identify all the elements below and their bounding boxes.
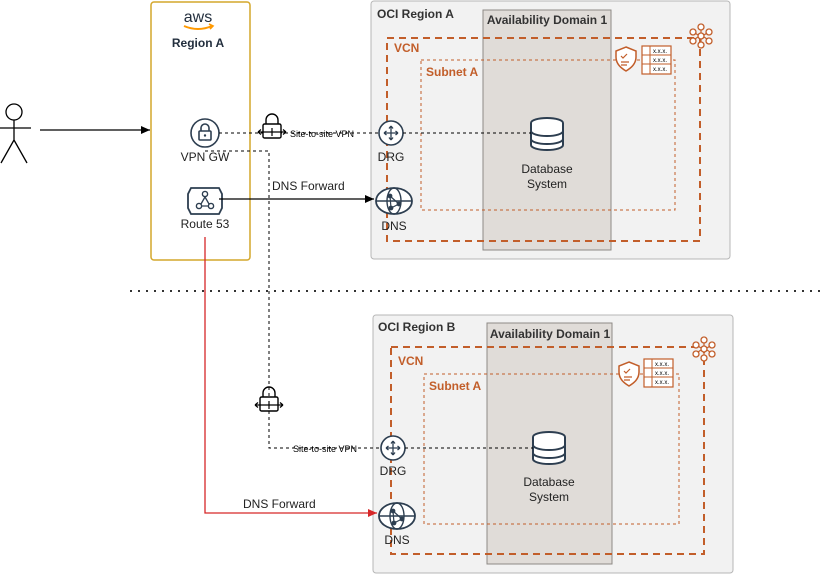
subnet-b-label: Subnet A	[429, 379, 482, 393]
database-icon-a	[530, 117, 564, 151]
security-list-a-cell-3: x.x.x.	[653, 67, 667, 73]
ad-b-label: Availability Domain 1	[490, 327, 611, 341]
vpn-gw-label: VPN GW	[181, 150, 230, 164]
db-b-label-line2: System	[529, 490, 569, 504]
security-list-icon-b: x.x.x. x.x.x. x.x.x.	[643, 358, 674, 388]
security-list-b-cell-2: x.x.x.	[655, 371, 669, 377]
db-a-label-line2: System	[527, 177, 567, 191]
oci-region-b-label: OCI Region B	[378, 320, 456, 334]
subnet-a-label: Subnet A	[426, 65, 479, 79]
subnet-b-box	[423, 373, 680, 525]
aws-logo: aws	[183, 9, 215, 30]
security-list-b-cell-3: x.x.x.	[655, 380, 669, 386]
db-b-label-line1: Database	[523, 475, 575, 489]
drg-b-label: DRG	[380, 464, 407, 478]
vcn-b-label: VCN	[398, 354, 423, 368]
user-actor-icon	[0, 103, 31, 164]
route53-label: Route 53	[181, 217, 230, 231]
dns-a-label: DNS	[381, 219, 406, 233]
dns-icon-a	[375, 187, 413, 215]
security-list-a-cell-2: x.x.x.	[653, 58, 667, 64]
oci-region-a-label: OCI Region A	[377, 7, 454, 21]
dns-forward-b-arrow	[204, 237, 377, 517]
aws-region-label: Region A	[172, 36, 225, 50]
db-a-label-line1: Database	[521, 162, 573, 176]
dns-icon-b	[378, 502, 416, 530]
vpn-lock-icon-a	[257, 113, 287, 139]
route53-icon	[187, 187, 223, 215]
dns-forward-b-label: DNS Forward	[243, 497, 316, 511]
vcn-a-label: VCN	[394, 41, 419, 55]
vpn-a-label: Site-to-site VPN	[290, 129, 354, 139]
vpn-gateway-icon	[190, 118, 220, 148]
ad-a-label: Availability Domain 1	[487, 13, 608, 27]
security-list-b-cell-1: x.x.x.	[655, 362, 669, 368]
security-list-a-cell-1: x.x.x.	[653, 49, 667, 55]
database-icon-b	[532, 431, 566, 465]
vpn-b-label: Site-to-site VPN	[293, 444, 357, 454]
aws-logo-text: aws	[184, 9, 212, 26]
dns-forward-a-label: DNS Forward	[272, 179, 345, 193]
drg-icon-b	[380, 435, 406, 461]
drg-a-label: DRG	[378, 150, 405, 164]
subnet-a-box	[420, 59, 676, 211]
security-list-icon-a: x.x.x. x.x.x. x.x.x.	[641, 45, 672, 75]
dns-b-label: DNS	[384, 533, 409, 547]
vpn-tunnel-b-line	[205, 150, 381, 449]
vpn-lock-icon-b	[254, 386, 284, 412]
drg-icon-a	[378, 120, 404, 146]
